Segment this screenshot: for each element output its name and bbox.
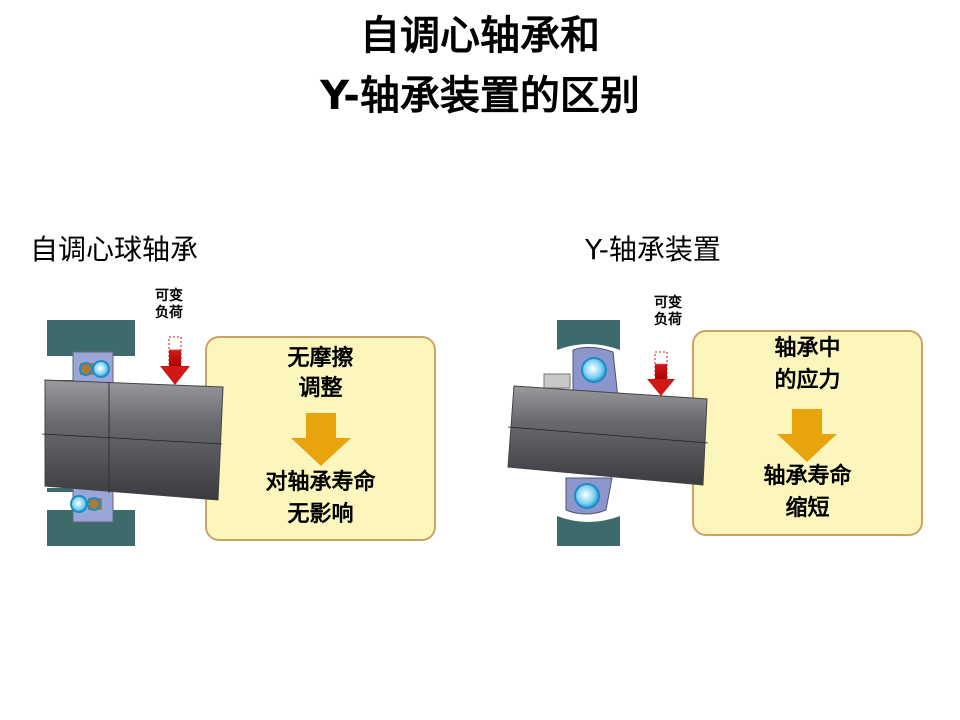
right-box-bottom-line1: 轴承寿命 [763,464,852,489]
right-load-label: 可变 负荷 [648,295,688,329]
right-down-arrow-icon [777,409,837,462]
left-down-arrow-icon [291,413,351,466]
left-box-bottom-line1: 对轴承寿命 [265,470,376,495]
right-bearing [543,346,619,515]
right-heading: Y-轴承装置 [585,233,721,266]
left-load-label-line2: 负荷 [155,305,183,321]
left-housing [47,320,135,546]
right-load-arrow-icon [647,351,675,396]
left-box-top-line1: 无摩擦 [287,346,354,371]
left-load-label: 可变 负荷 [149,288,189,322]
right-shaft [507,385,709,486]
slide-title-line1: 自调心轴承和 [360,13,600,59]
right-load-label-line1: 可变 [654,295,682,311]
left-shaft [41,379,224,501]
left-box-bottom-line2: 无影响 [287,502,354,527]
slide-title-line2: Y-轴承装置的区别 [320,73,640,119]
right-housing [557,320,620,546]
right-box-top-line1: 轴承中 [774,336,841,361]
right-load-label-line2: 负荷 [654,312,682,328]
left-load-arrow-icon [160,336,190,385]
right-box-top-line2: 的应力 [774,368,841,393]
right-explanation-box: 轴承中 的应力 轴承寿命 缩短 [692,330,923,536]
left-load-label-line1: 可变 [155,288,183,304]
right-box-bottom-line2: 缩短 [785,496,830,521]
left-box-top-line2: 调整 [298,376,343,401]
left-heading: 自调心球轴承 [30,233,199,266]
